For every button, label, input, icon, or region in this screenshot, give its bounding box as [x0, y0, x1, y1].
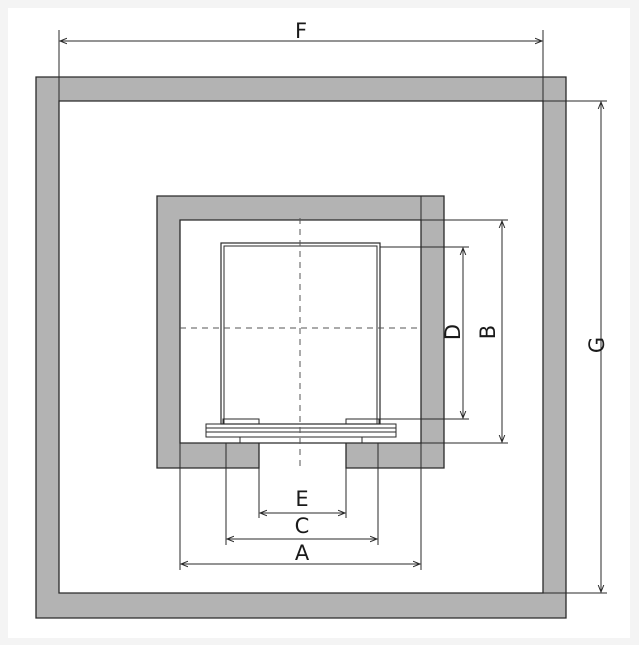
- dim-label-A: A: [295, 541, 310, 565]
- dim-label-F: F: [295, 19, 307, 43]
- dim-label-G: G: [585, 337, 609, 353]
- dim-label-D: D: [441, 324, 465, 340]
- drawing-area: [8, 8, 630, 638]
- door-panel-left: [222, 418, 260, 425]
- door-panel-right: [345, 418, 380, 425]
- door-sill-inner: [205, 431, 397, 438]
- dim-label-E: E: [295, 487, 308, 511]
- dim-label-B: B: [476, 325, 500, 339]
- dim-label-C: C: [295, 514, 310, 538]
